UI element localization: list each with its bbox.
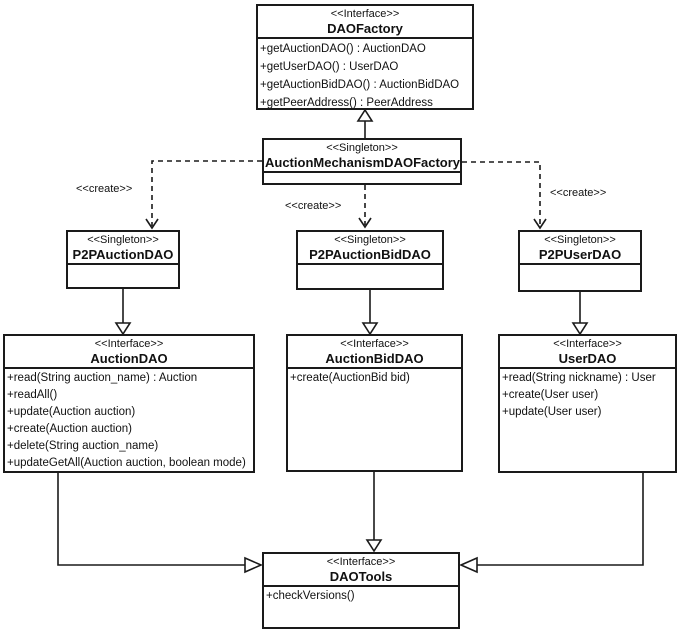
class-name: AuctionBidDAO [325, 351, 424, 366]
method: +getAuctionBidDAO() : AuctionBidDAO [260, 79, 460, 91]
class-daofactory: <<Interface>> DAOFactory +getAuctionDAO(… [256, 4, 474, 110]
create-arrow-to-p2puserdao [462, 161, 547, 230]
realization-arrow-amf-to-daofactory [356, 108, 374, 138]
class-name: P2PUserDAO [538, 247, 622, 262]
stereotype-label: <<Singleton>> [87, 234, 159, 246]
class-name: UserDAO [558, 351, 617, 366]
method: +getAuctionDAO() : AuctionDAO [260, 43, 426, 55]
class-name: P2PAuctionBidDAO [309, 247, 431, 262]
method: +create(AuctionBid bid) [290, 372, 410, 384]
class-name: AuctionMechanismDAOFactory [265, 155, 461, 170]
class-name: P2PAuctionDAO [72, 247, 174, 262]
generalization-p2pauctiondao-to-auctiondao [114, 289, 132, 336]
method: +getPeerAddress() : PeerAddress [260, 97, 433, 108]
class-auctionbiddao-header: <<Interface>> AuctionBidDAO [288, 336, 461, 369]
empty-compartment [298, 265, 442, 288]
class-name: DAOFactory [327, 21, 403, 36]
class-p2puserdao-header: <<Singleton>> P2PUserDAO [520, 232, 640, 265]
method: +read(String auction_name) : Auction [7, 372, 198, 384]
class-p2pauctiondao: <<Singleton>> P2PAuctionDAO [66, 230, 180, 289]
class-auctiondao-methods: +read(String auction_name) : Auction +re… [5, 369, 253, 471]
stereotype-label: <<Singleton>> [326, 142, 398, 154]
generalization-p2pauctionbiddao-to-auctionbiddao [361, 290, 379, 336]
class-daofactory-header: <<Interface>> DAOFactory [258, 6, 472, 39]
generalization-p2puserdao-to-userdao [571, 292, 589, 336]
method: +create(Auction auction) [7, 423, 132, 435]
create-label-middle: <<create>> [285, 200, 342, 212]
stereotype-label: <<Singleton>> [334, 234, 406, 246]
class-daotools-methods: +checkVersions() [264, 587, 458, 627]
empty-compartment [520, 265, 640, 290]
class-userdao-header: <<Interface>> UserDAO [500, 336, 675, 369]
method: +readAll() [7, 389, 58, 401]
stereotype-label: <<Singleton>> [544, 234, 616, 246]
stereotype-label: <<Interface>> [340, 338, 409, 350]
create-arrow-to-p2pauctionbiddao [358, 185, 372, 229]
generalization-userdao-to-daotools [459, 473, 644, 574]
method: +update(User user) [502, 406, 602, 418]
class-p2pauctionbiddao-header: <<Singleton>> P2PAuctionBidDAO [298, 232, 442, 265]
class-name: DAOTools [329, 569, 393, 584]
class-auctionbiddao-methods: +create(AuctionBid bid) [288, 369, 461, 470]
method: +update(Auction auction) [7, 406, 136, 418]
class-auctiondao-header: <<Interface>> AuctionDAO [5, 336, 253, 369]
class-auctionmechanismdaofactory-header: <<Singleton>> AuctionMechanismDAOFactory [264, 140, 460, 173]
generalization-auctionbiddao-to-daotools [365, 472, 383, 553]
class-p2pauctiondao-header: <<Singleton>> P2PAuctionDAO [68, 232, 178, 265]
class-p2pauctionbiddao: <<Singleton>> P2PAuctionBidDAO [296, 230, 444, 290]
method: +create(User user) [502, 389, 599, 401]
stereotype-label: <<Interface>> [553, 338, 622, 350]
create-arrow-to-p2pauctiondao [145, 160, 262, 230]
class-daotools-header: <<Interface>> DAOTools [264, 554, 458, 587]
empty-compartment [68, 265, 178, 287]
method: +checkVersions() [266, 590, 355, 602]
class-auctionbiddao: <<Interface>> AuctionBidDAO +create(Auct… [286, 334, 463, 472]
stereotype-label: <<Interface>> [330, 8, 400, 20]
class-userdao: <<Interface>> UserDAO +read(String nickn… [498, 334, 677, 473]
method: +read(String nickname) : User [502, 372, 656, 384]
class-auctiondao: <<Interface>> AuctionDAO +read(String au… [3, 334, 255, 473]
generalization-auctiondao-to-daotools [57, 473, 263, 574]
class-name: AuctionDAO [90, 351, 168, 366]
stereotype-label: <<Interface>> [94, 338, 164, 350]
class-userdao-methods: +read(String nickname) : User +create(Us… [500, 369, 675, 471]
empty-compartment [264, 173, 460, 183]
class-auctionmechanismdaofactory: <<Singleton>> AuctionMechanismDAOFactory [262, 138, 462, 185]
create-label-left: <<create>> [76, 183, 133, 195]
class-p2puserdao: <<Singleton>> P2PUserDAO [518, 230, 642, 292]
class-daofactory-methods: +getAuctionDAO() : AuctionDAO +getUserDA… [258, 39, 472, 108]
method: +delete(String auction_name) [7, 440, 159, 452]
create-label-right: <<create>> [550, 187, 607, 199]
stereotype-label: <<Interface>> [326, 556, 396, 568]
method: +updateGetAll(Auction auction, boolean m… [7, 457, 246, 469]
method: +getUserDAO() : UserDAO [260, 61, 399, 73]
class-daotools: <<Interface>> DAOTools +checkVersions() [262, 552, 460, 629]
